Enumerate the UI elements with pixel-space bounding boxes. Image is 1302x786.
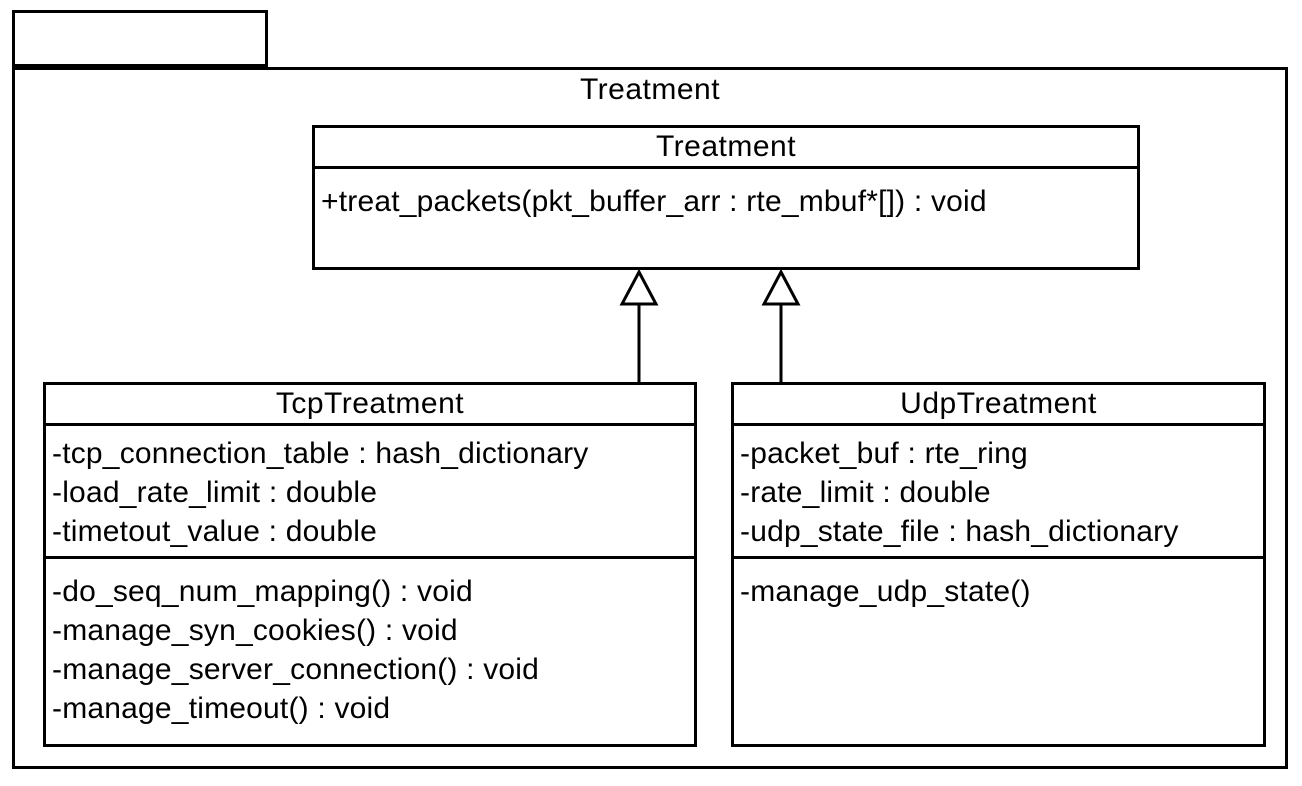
class-box-tcptreatment: TcpTreatment -tcp_connection_table : has…: [43, 382, 697, 747]
package-tab: [12, 10, 268, 67]
attributes-compartment: -packet_buf : rte_ring -rate_limit : dou…: [734, 426, 1263, 559]
class-method: -manage_udp_state(): [740, 575, 1031, 608]
class-method: -manage_timeout() : void: [52, 692, 391, 725]
class-name: TcpTreatment: [46, 385, 694, 426]
class-name: UdpTreatment: [734, 385, 1263, 426]
package-name: Treatment: [579, 73, 721, 106]
attributes-compartment: -tcp_connection_table : hash_dictionary …: [46, 426, 694, 559]
methods-compartment: -do_seq_num_mapping() : void -manage_syn…: [46, 559, 694, 728]
class-attribute: -rate_limit : double: [740, 476, 991, 509]
class-box-treatment: Treatment +treat_packets(pkt_buffer_arr …: [312, 125, 1140, 270]
class-name: Treatment: [315, 128, 1137, 169]
class-attribute: -timetout_value : double: [52, 515, 378, 548]
class-attribute: -packet_buf : rte_ring: [740, 437, 1028, 470]
class-method: +treat_packets(pkt_buffer_arr : rte_mbuf…: [321, 185, 987, 218]
class-method: -do_seq_num_mapping() : void: [52, 575, 473, 608]
class-attribute: -tcp_connection_table : hash_dictionary: [52, 437, 589, 470]
class-method: -manage_server_connection() : void: [52, 653, 540, 686]
methods-compartment: -manage_udp_state(): [734, 559, 1263, 611]
class-attribute: -load_rate_limit : double: [52, 476, 378, 509]
class-box-udptreatment: UdpTreatment -packet_buf : rte_ring -rat…: [731, 382, 1266, 747]
class-method: -manage_syn_cookies() : void: [52, 614, 458, 647]
class-attribute: -udp_state_file : hash_dictionary: [740, 515, 1179, 548]
methods-compartment: +treat_packets(pkt_buffer_arr : rte_mbuf…: [315, 169, 1137, 267]
